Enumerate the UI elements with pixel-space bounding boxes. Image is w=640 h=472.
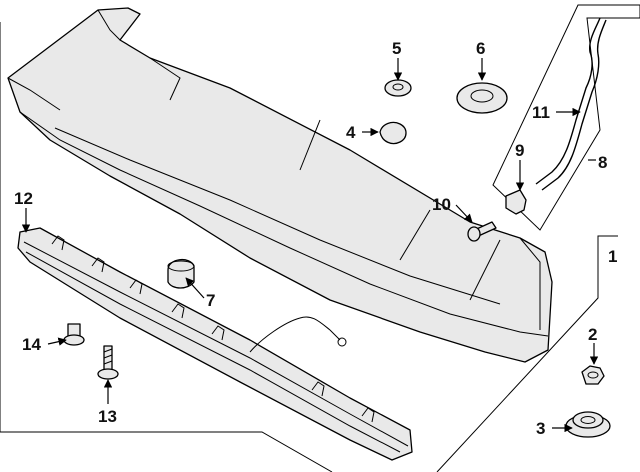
callout-7: 7 <box>206 291 215 310</box>
hose-box <box>492 4 640 231</box>
washer-part-5 <box>384 79 412 97</box>
callout-11: 11 <box>532 103 550 122</box>
callout-10: 10 <box>432 195 451 214</box>
callout-4: 4 <box>346 123 356 142</box>
cap-part-4 <box>379 121 407 145</box>
hose-fitting <box>505 189 527 215</box>
nut-part-2 <box>581 365 605 385</box>
callout-14: 14 <box>22 335 41 354</box>
strip-clips <box>51 235 375 423</box>
grommet-part-3 <box>565 411 611 438</box>
assembly-boundary <box>0 22 618 472</box>
washer-hose <box>535 17 607 191</box>
callout-5: 5 <box>392 39 401 58</box>
callout-9: 9 <box>515 141 524 160</box>
grommet-part-6 <box>456 82 508 114</box>
stud-part-13 <box>97 345 119 380</box>
clip-part-14 <box>63 323 85 346</box>
callout-2: 2 <box>588 325 597 344</box>
leader-lines <box>21 58 599 433</box>
brake-light-strip <box>17 227 413 461</box>
screw-part-10 <box>467 221 497 242</box>
callout-8: 8 <box>598 153 607 172</box>
callout-12: 12 <box>14 189 33 208</box>
spoiler-body <box>7 7 553 363</box>
callout-labels: 1 2 3 4 5 6 7 8 9 10 11 12 13 14 <box>14 39 617 438</box>
bumper-part-7 <box>167 259 195 289</box>
callout-6: 6 <box>476 39 485 58</box>
callout-13: 13 <box>98 407 117 426</box>
callout-3: 3 <box>536 419 545 438</box>
callout-1: 1 <box>608 247 617 266</box>
